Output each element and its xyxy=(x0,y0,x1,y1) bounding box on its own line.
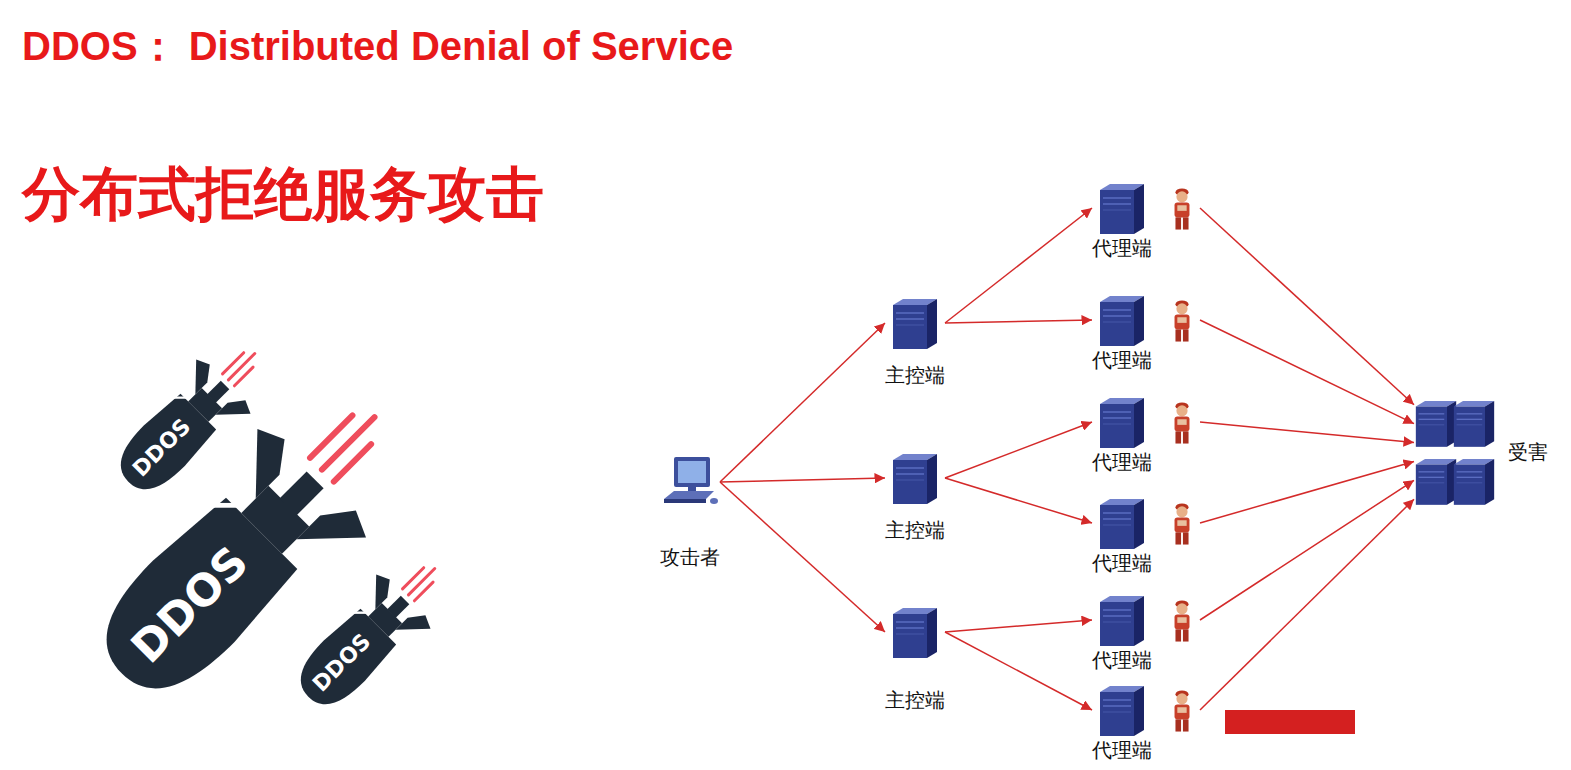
arrow-connector xyxy=(1200,499,1414,710)
icon-space xyxy=(660,453,661,545)
title-wrap: DDOS： Distributed Denial of Service xyxy=(22,22,733,70)
master-node: 主控端 xyxy=(885,297,945,388)
arrow-connector xyxy=(1200,461,1414,523)
label-group: 主控端 xyxy=(885,363,945,388)
arrow-connector xyxy=(720,323,885,482)
icon-space xyxy=(1092,497,1093,551)
agent-node: 代理端 xyxy=(1092,684,1200,763)
bomb xyxy=(67,364,430,727)
label-group: 代理端 xyxy=(1092,648,1152,673)
arrow-connector xyxy=(1200,422,1414,443)
server-icon xyxy=(1416,459,1456,505)
icon-space xyxy=(1092,294,1093,348)
label-group: 主控端 xyxy=(885,518,945,543)
label-group: 代理端 xyxy=(1092,450,1152,475)
agent-node: 代理端 xyxy=(1092,396,1200,475)
bomb xyxy=(101,327,283,509)
zombie-icon xyxy=(1175,188,1190,229)
agent-node: 代理端 xyxy=(1092,497,1200,576)
node-label: 主控端 xyxy=(885,363,945,388)
icon-space xyxy=(885,452,886,518)
node-label: 代理端 xyxy=(1092,450,1152,475)
subtitle: 分布式拒绝服务攻击 xyxy=(22,160,544,230)
node-label: 代理端 xyxy=(1092,348,1152,373)
label-group: 受害 xyxy=(1508,440,1548,465)
bomb-text: DDOS xyxy=(121,536,259,674)
label-group: 代理端 xyxy=(1092,738,1152,763)
arrow-connector xyxy=(1200,208,1414,405)
server-icon xyxy=(1454,401,1494,447)
bomb-text: DDOS xyxy=(308,629,377,698)
server-icon xyxy=(1454,459,1494,505)
bomb xyxy=(281,542,463,724)
node-label: 代理端 xyxy=(1092,236,1152,261)
server-icon xyxy=(893,608,937,658)
node-label: 代理端 xyxy=(1092,551,1152,576)
server-icon xyxy=(1100,184,1144,234)
server-icon xyxy=(1100,499,1144,549)
icon-space xyxy=(885,606,886,688)
master-servers xyxy=(893,299,937,658)
zombie-icon xyxy=(1175,600,1190,641)
arrow-connector xyxy=(945,620,1092,632)
victim-servers xyxy=(1416,401,1494,505)
computer-icon xyxy=(664,457,718,504)
arrow-connector xyxy=(945,208,1092,323)
node-label: 代理端 xyxy=(1092,738,1152,763)
arrow-connector xyxy=(720,482,885,632)
server-icon xyxy=(1416,401,1456,447)
agent-node: 代理端 xyxy=(1092,294,1200,373)
label-group: 代理端 xyxy=(1092,551,1152,576)
red-bar xyxy=(1225,710,1355,734)
subtitle-wrap: 分布式拒绝服务攻击 xyxy=(22,160,544,230)
bomb-text-wrap: DDOS xyxy=(121,536,259,674)
bomb-text-wrap: DDOS xyxy=(308,629,377,698)
master-node: 主控端 xyxy=(885,606,945,713)
server-icon xyxy=(1100,596,1144,646)
icon-space xyxy=(1092,594,1093,648)
attacker-node: 攻击者 xyxy=(660,453,720,570)
icon-space xyxy=(1092,182,1093,236)
server-icon xyxy=(1100,686,1144,736)
icon-space xyxy=(1092,396,1093,450)
label-group: 代理端 xyxy=(1092,236,1152,261)
icon-space xyxy=(1414,452,1508,453)
arrow-connector xyxy=(945,478,1092,523)
victim-node: 受害 xyxy=(1414,393,1550,511)
label-group: 攻击者 xyxy=(660,545,720,570)
bomb-text-wrap: DDOS xyxy=(128,414,197,483)
title: DDOS： Distributed Denial of Service xyxy=(22,22,733,70)
bomb-text: DDOS xyxy=(128,414,197,483)
icon-space xyxy=(885,297,886,363)
arrow-connector xyxy=(945,632,1092,710)
arrow-connector xyxy=(1200,320,1414,424)
zombie-icon xyxy=(1175,300,1190,341)
master-node: 主控端 xyxy=(885,452,945,543)
ddos-bombs xyxy=(67,327,462,727)
node-label: 主控端 xyxy=(885,688,945,713)
server-icon xyxy=(893,299,937,349)
agent-node: 代理端 xyxy=(1092,594,1200,673)
node-label: 主控端 xyxy=(885,518,945,543)
icon-space xyxy=(1092,684,1093,738)
server-icon xyxy=(1100,296,1144,346)
node-label: 受害 xyxy=(1508,440,1548,465)
arrow-connector xyxy=(1200,480,1414,620)
server-icon xyxy=(893,454,937,504)
arrow-connector xyxy=(945,422,1092,478)
zombie-icon xyxy=(1175,690,1190,731)
server-icon xyxy=(1100,398,1144,448)
zombie-icon xyxy=(1175,402,1190,443)
node-label: 代理端 xyxy=(1092,648,1152,673)
node-label: 攻击者 xyxy=(660,545,720,570)
arrow-connector xyxy=(945,320,1092,323)
label-group: 主控端 xyxy=(885,688,945,713)
agent-node: 代理端 xyxy=(1092,182,1200,261)
arrow-connector xyxy=(720,478,885,482)
zombie-icon xyxy=(1175,503,1190,544)
label-group: 代理端 xyxy=(1092,348,1152,373)
